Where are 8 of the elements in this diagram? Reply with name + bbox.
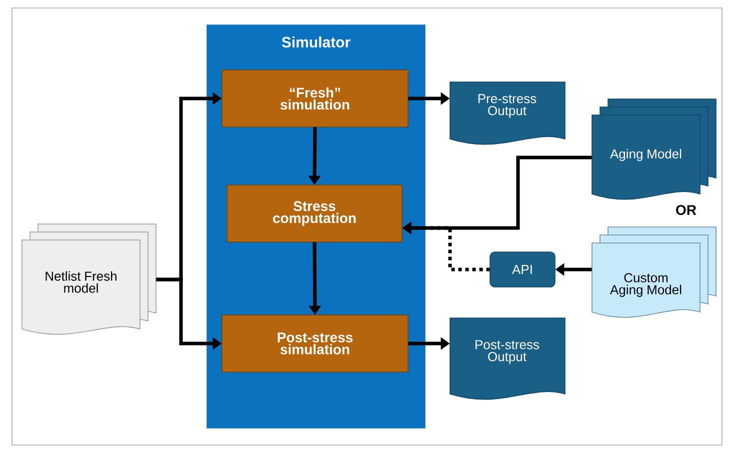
api-box: API xyxy=(490,252,556,288)
document-stack: Custom Aging Model xyxy=(592,226,716,318)
document-stack: Aging Model xyxy=(592,98,716,200)
or-label: OR xyxy=(676,205,696,215)
process-box: “Fresh” simulation xyxy=(222,70,408,128)
document-stack: Netlist Fresh model xyxy=(22,224,156,335)
process-box: Stress computation xyxy=(226,184,402,242)
process-box: Post-stress simulation xyxy=(222,314,408,372)
